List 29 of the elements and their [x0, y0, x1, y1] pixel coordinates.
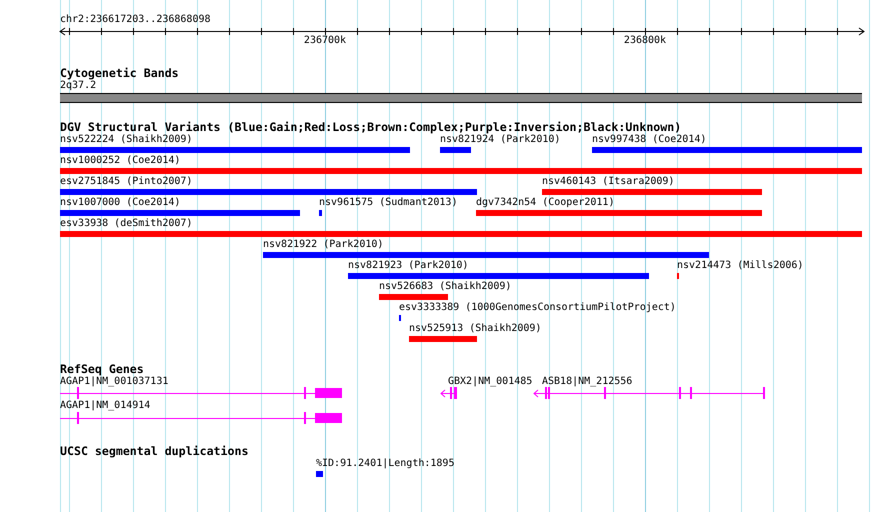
gene-label: ASB18|NM_212556 — [542, 376, 632, 388]
feature-label: dgv7342n54 (Cooper2011) — [476, 197, 614, 209]
track-title: DGV Structural Variants (Blue:Gain;Red:Loss;Brown:Complex;Purple:Inversion;Black:Unknown) — [60, 121, 682, 133]
position-label: chr2:236617203..236868098 — [60, 14, 211, 26]
feature-label: nsv961575 (Sudmant2013) — [319, 197, 458, 209]
track-title: Cytogenetic Bands — [60, 67, 179, 79]
feature-label: esv2751845 (Pinto2007) — [60, 176, 192, 188]
feature-label: nsv214473 (Mills2006) — [677, 260, 804, 272]
feature-label: esv33938 (deSmith2007) — [60, 218, 192, 230]
tick-label: 236700k — [304, 35, 346, 47]
feature-label: esv3333389 (1000GenomesConsortiumPilotProject) — [399, 302, 676, 314]
gene-label: AGAP1|NM_001037131 — [60, 376, 168, 388]
track-title: RefSeq Genes — [60, 363, 144, 375]
tick-label: 236800k — [624, 35, 666, 47]
feature-label: nsv821924 (Park2010) — [440, 134, 560, 146]
feature-label: nsv821922 (Park2010) — [263, 239, 384, 251]
feature-label: nsv821923 (Park2010) — [348, 260, 468, 272]
feature-label: nsv997438 (Coe2014) — [592, 134, 706, 146]
gene-label: GBX2|NM_001485 — [448, 376, 532, 388]
feature-label: nsv1000252 (Coe2014) — [60, 155, 180, 167]
feature-label: nsv525913 (Shaikh2009) — [409, 323, 542, 335]
gene-label: AGAP1|NM_014914 — [60, 400, 150, 412]
feature-label: nsv526683 (Shaikh2009) — [379, 281, 512, 293]
band-label: 2q37.2 — [60, 80, 96, 92]
track-title: UCSC segmental duplications — [60, 445, 248, 457]
feature-label: nsv460143 (Itsara2009) — [542, 176, 674, 188]
feature-label: %ID:91.2401|Length:1895 — [316, 458, 454, 470]
feature-label: nsv522224 (Shaikh2009) — [60, 134, 192, 146]
feature-label: nsv1007000 (Coe2014) — [60, 197, 180, 209]
